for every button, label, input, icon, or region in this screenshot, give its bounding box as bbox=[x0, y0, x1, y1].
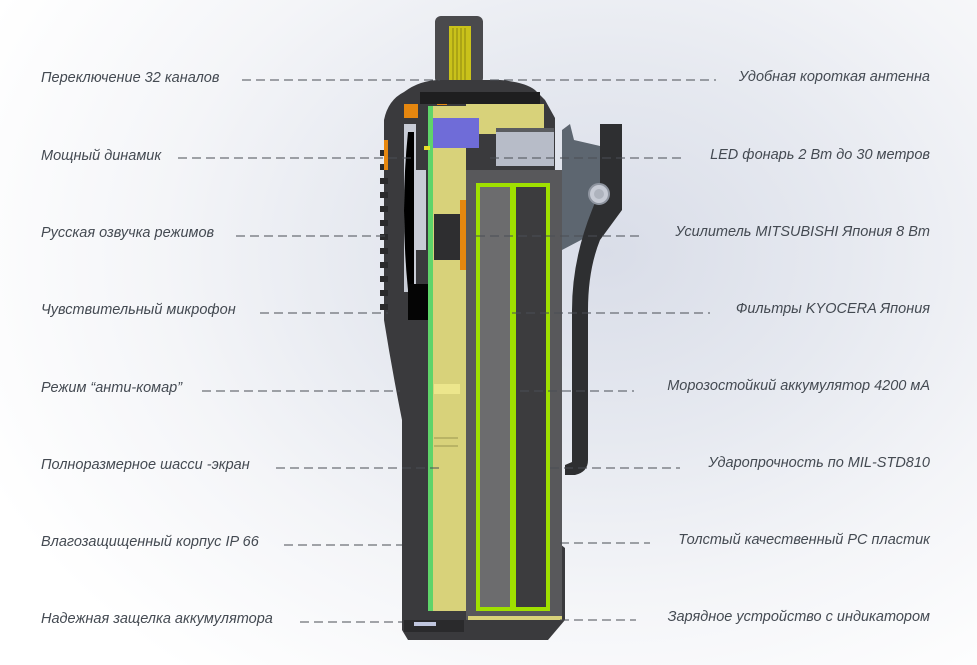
label-ip66-housing: Влагозащищенный корпус IP 66 bbox=[41, 534, 259, 550]
label-pc-plastic: Толстый качественный PC пластик bbox=[678, 532, 930, 548]
label-led-flashlight: LED фонарь 2 Вт до 30 метров bbox=[710, 147, 930, 163]
belt-clip bbox=[562, 124, 622, 475]
led-flashlight bbox=[496, 130, 554, 166]
microphone bbox=[408, 284, 430, 320]
label-filters: Фильтры KYOCERA Япония bbox=[735, 301, 930, 317]
label-charger: Зарядное устройство с индикатором bbox=[667, 609, 930, 625]
pcb-board bbox=[430, 106, 466, 611]
label-battery: Морозостойкий аккумулятор 4200 мА bbox=[667, 378, 930, 394]
right-leader-lines bbox=[476, 79, 716, 621]
label-channel-switch: Переключение 32 каналов bbox=[41, 70, 220, 86]
label-microphone: Чувствительный микрофон bbox=[41, 302, 236, 318]
label-antenna: Удобная короткая антенна bbox=[738, 69, 930, 85]
label-battery-latch: Надежная защелка аккумулятора bbox=[41, 611, 273, 627]
left-leader-lines bbox=[178, 79, 444, 623]
label-shockproof: Ударопрочность по MIL-STD810 bbox=[708, 455, 930, 471]
processor-chip bbox=[433, 118, 479, 148]
speaker bbox=[404, 124, 426, 292]
label-amplifier: Усилитель MITSUBISHI Япония 8 Вт bbox=[675, 224, 930, 240]
label-voice-prompts: Русская озвучка режимов bbox=[41, 225, 215, 241]
label-speaker: Мощный динамик bbox=[41, 148, 162, 164]
label-chassis-shield: Полноразмерное шасси -экран bbox=[41, 457, 250, 473]
battery-cells bbox=[476, 183, 550, 611]
label-anti-mosquito: Режим “анти-комар” bbox=[41, 380, 183, 396]
